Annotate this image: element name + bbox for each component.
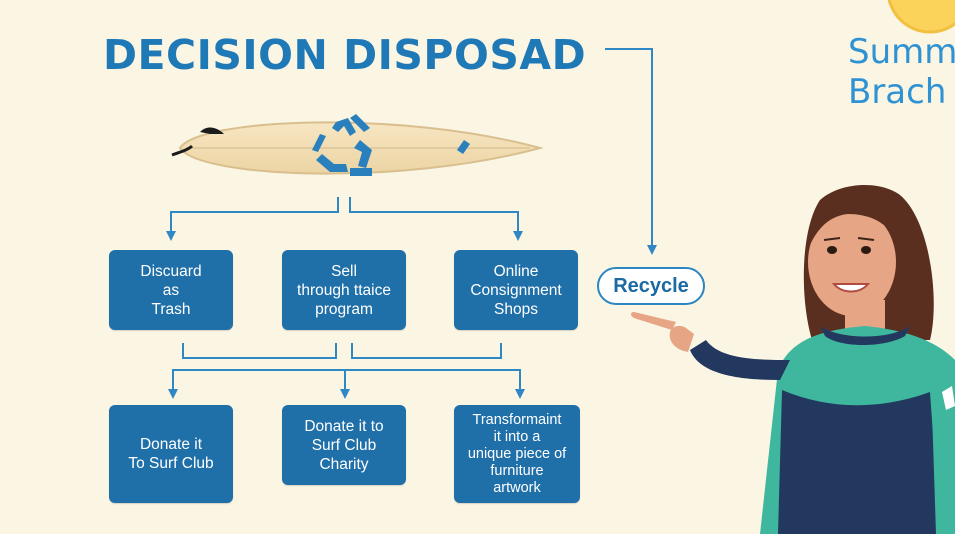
option-box-label: Discuard as Trash — [140, 262, 202, 318]
option-box-label: Online Consignment Shops — [470, 262, 562, 318]
sun-icon — [887, 0, 955, 34]
recycle-icon — [312, 114, 372, 176]
recycle-label: Recycle — [613, 274, 689, 297]
woman-illustration — [631, 184, 955, 534]
option-box-label: Donate it to Surf Club Charity — [304, 417, 384, 473]
connectors — [166, 48, 657, 399]
option-box-donate-charity: Donate it to Surf Club Charity — [282, 405, 406, 485]
option-box-discard-as-trash: Discuard as Trash — [109, 250, 233, 330]
recycle-option: Recycle — [597, 267, 705, 305]
diagram-title: DECISION DISPOSAD — [103, 31, 587, 79]
option-box-label: Sell through ttaice program — [297, 262, 391, 318]
brand-text: Summe Brach — [848, 32, 955, 112]
option-box-label: Transformaint it into a unique piece of … — [467, 411, 567, 496]
option-box-label: Donate it To Surf Club — [128, 436, 214, 472]
option-box-online-consignment: Online Consignment Shops — [454, 250, 578, 330]
option-box-transform-furniture: Transformaint it into a unique piece of … — [454, 405, 580, 503]
option-box-sell-through-program: Sell through ttaice program — [282, 250, 406, 330]
option-box-donate-surf-club: Donate it To Surf Club — [109, 405, 233, 503]
